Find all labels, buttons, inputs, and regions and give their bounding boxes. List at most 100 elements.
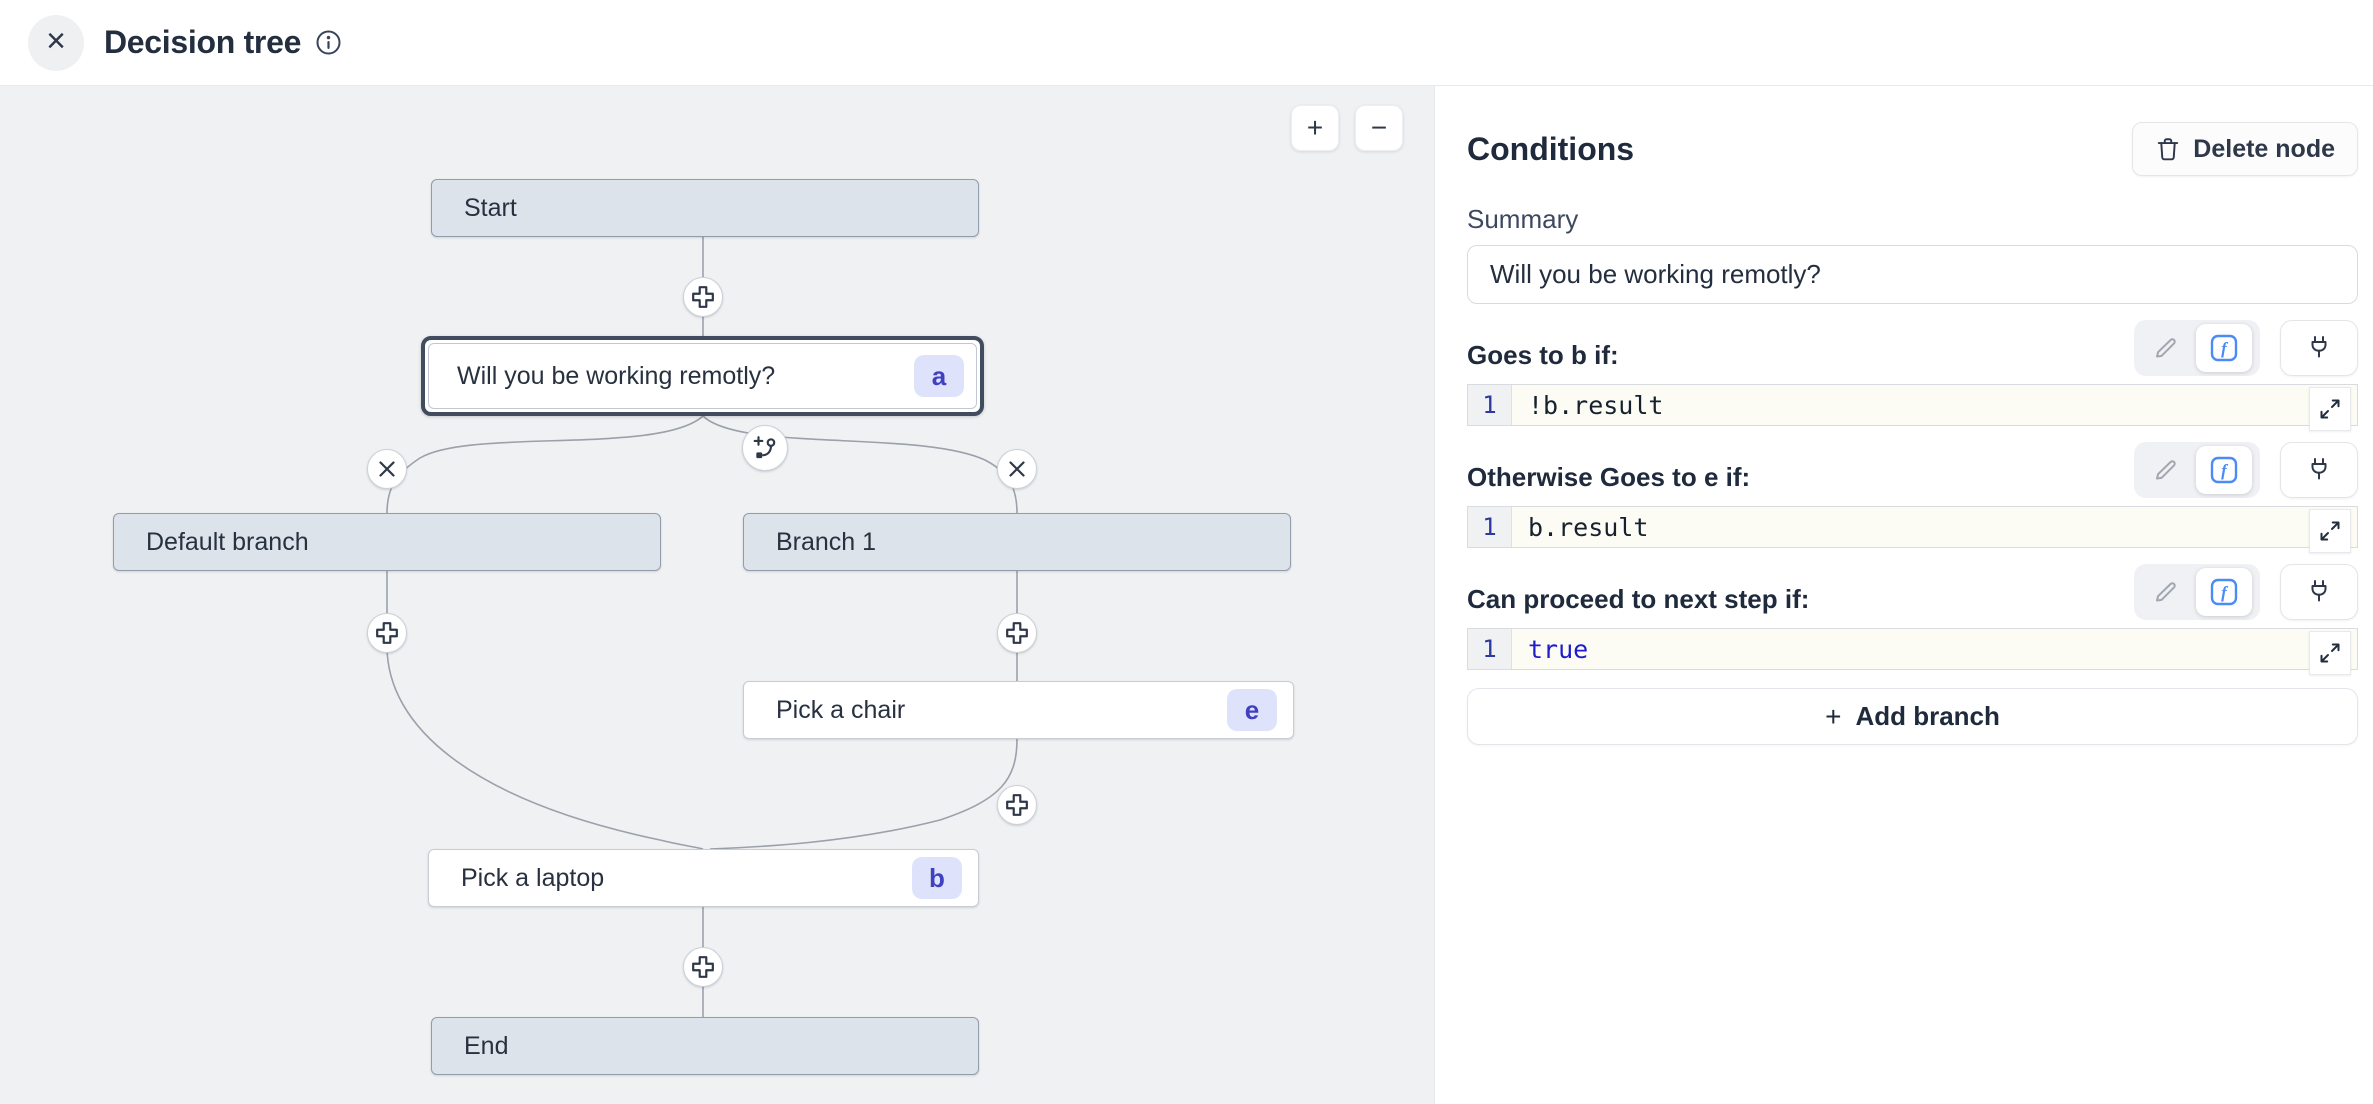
formula-icon: f xyxy=(2210,334,2238,362)
close-icon xyxy=(1009,461,1025,477)
formula-icon: f xyxy=(2210,578,2238,606)
text-mode-button[interactable] xyxy=(2134,335,2196,361)
code-editor[interactable]: 1 !b.result xyxy=(1467,384,2358,431)
plug-icon xyxy=(2311,580,2327,602)
add-node-button[interactable] xyxy=(367,613,407,653)
expand-icon xyxy=(2320,399,2340,419)
condition-block: Otherwise Goes to e if: f 1 b.result xyxy=(1467,442,2358,553)
node-label: Start xyxy=(464,193,517,222)
pencil-icon xyxy=(2156,338,2176,358)
formula-mode-button[interactable]: f xyxy=(2196,446,2252,494)
add-node-button[interactable] xyxy=(997,785,1037,825)
node-label: Default branch xyxy=(146,527,309,556)
close-button[interactable]: × xyxy=(28,14,84,71)
editor-mode-toggle: f xyxy=(2134,320,2260,376)
info-icon[interactable] xyxy=(315,29,342,56)
plus-icon: + xyxy=(1306,112,1324,143)
add-branch-node-button[interactable] xyxy=(742,425,788,471)
zoom-in-button[interactable]: + xyxy=(1291,105,1339,151)
add-branch-label: Add branch xyxy=(1855,701,2000,731)
condition-label: Goes to b if: xyxy=(1467,339,1619,370)
line-number: 1 xyxy=(1468,629,1512,669)
summary-label: Summary xyxy=(1467,204,1579,234)
panel-title: Conditions xyxy=(1467,130,1635,167)
text-mode-button[interactable] xyxy=(2134,579,2196,605)
formula-icon: f xyxy=(2210,456,2238,484)
connect-variable-button[interactable] xyxy=(2280,564,2358,620)
close-icon xyxy=(379,461,395,477)
add-node-button[interactable] xyxy=(683,947,723,987)
svg-text:f: f xyxy=(2221,461,2229,480)
node-start[interactable]: Start xyxy=(431,179,979,237)
pencil-icon xyxy=(2156,460,2176,480)
delete-node-button[interactable]: Delete node xyxy=(2132,122,2358,176)
condition-label: Otherwise Goes to e if: xyxy=(1467,461,1751,492)
expand-editor-button[interactable] xyxy=(2309,631,2351,675)
plus-icon: + xyxy=(1825,700,1842,732)
text-mode-button[interactable] xyxy=(2134,457,2196,483)
connect-variable-button[interactable] xyxy=(2280,320,2358,376)
trash-icon xyxy=(2158,138,2179,161)
code-editor[interactable]: 1 true xyxy=(1467,628,2358,675)
node-label: Branch 1 xyxy=(776,527,877,556)
node-label: End xyxy=(464,1031,509,1060)
svg-text:f: f xyxy=(2221,583,2229,602)
node-badge: e xyxy=(1227,689,1277,731)
flow-canvas[interactable]: + − Start Will you be working remotly? a… xyxy=(0,86,1434,1104)
code-text: !b.result xyxy=(1528,390,1664,420)
plug-icon xyxy=(2311,458,2327,480)
line-number: 1 xyxy=(1468,385,1512,425)
condition-label: Can proceed to next step if: xyxy=(1467,583,1810,614)
code-text: true xyxy=(1528,634,1589,664)
connect-variable-button[interactable] xyxy=(2280,442,2358,498)
close-icon: × xyxy=(46,22,66,60)
conditions-panel: Conditions Delete node Summary Goes to b… xyxy=(1434,86,2373,1104)
node-badge: b xyxy=(912,857,962,899)
node-badge: a xyxy=(914,355,964,397)
node-decision-selected[interactable]: Will you be working remotly? a xyxy=(421,336,984,416)
node-default-branch[interactable]: Default branch xyxy=(113,513,661,571)
connector-edges xyxy=(386,237,1018,1017)
zoom-controls: + − xyxy=(1291,105,1403,151)
condition-block: Goes to b if: f 1 !b.result xyxy=(1467,320,2358,431)
zoom-out-button[interactable]: − xyxy=(1355,105,1403,151)
pencil-icon xyxy=(2156,582,2176,602)
plus-outline-icon xyxy=(1006,622,1028,644)
formula-mode-button[interactable]: f xyxy=(2196,324,2252,372)
svg-text:f: f xyxy=(2221,339,2229,358)
page-title: Decision tree xyxy=(104,24,302,60)
remove-branch-button-left[interactable] xyxy=(367,449,407,489)
node-label: Will you be working remotly? xyxy=(457,361,776,390)
remove-branch-button-right[interactable] xyxy=(997,449,1037,489)
node-label: Pick a chair xyxy=(776,695,906,724)
plus-outline-icon xyxy=(692,286,714,308)
add-node-button[interactable] xyxy=(997,613,1037,653)
plus-outline-icon xyxy=(1006,794,1028,816)
code-text: b.result xyxy=(1528,512,1649,542)
expand-icon xyxy=(2320,521,2340,541)
editor-mode-toggle: f xyxy=(2134,442,2260,498)
expand-icon xyxy=(2320,643,2340,663)
node-pick-a-chair[interactable]: Pick a chair e xyxy=(743,681,1294,739)
condition-block: Can proceed to next step if: f 1 true xyxy=(1467,564,2358,675)
summary-input[interactable] xyxy=(1467,245,2358,304)
plug-icon xyxy=(2311,336,2327,358)
expand-editor-button[interactable] xyxy=(2309,387,2351,431)
plus-outline-icon xyxy=(376,622,398,644)
expand-editor-button[interactable] xyxy=(2309,509,2351,553)
node-pick-a-laptop[interactable]: Pick a laptop b xyxy=(428,849,979,907)
delete-node-label: Delete node xyxy=(2193,134,2335,163)
node-end[interactable]: End xyxy=(431,1017,979,1075)
plus-outline-icon xyxy=(692,956,714,978)
add-branch-button[interactable]: + Add branch xyxy=(1467,688,2358,745)
code-editor[interactable]: 1 b.result xyxy=(1467,506,2358,553)
formula-mode-button[interactable]: f xyxy=(2196,568,2252,616)
add-node-button[interactable] xyxy=(683,277,723,317)
editor-mode-toggle: f xyxy=(2134,564,2260,620)
node-label: Pick a laptop xyxy=(461,863,605,892)
line-number: 1 xyxy=(1468,507,1512,547)
node-branch-1[interactable]: Branch 1 xyxy=(743,513,1291,571)
app-header: × Decision tree xyxy=(0,0,2373,86)
branch-plus-icon xyxy=(753,436,776,459)
minus-icon: − xyxy=(1370,112,1388,143)
